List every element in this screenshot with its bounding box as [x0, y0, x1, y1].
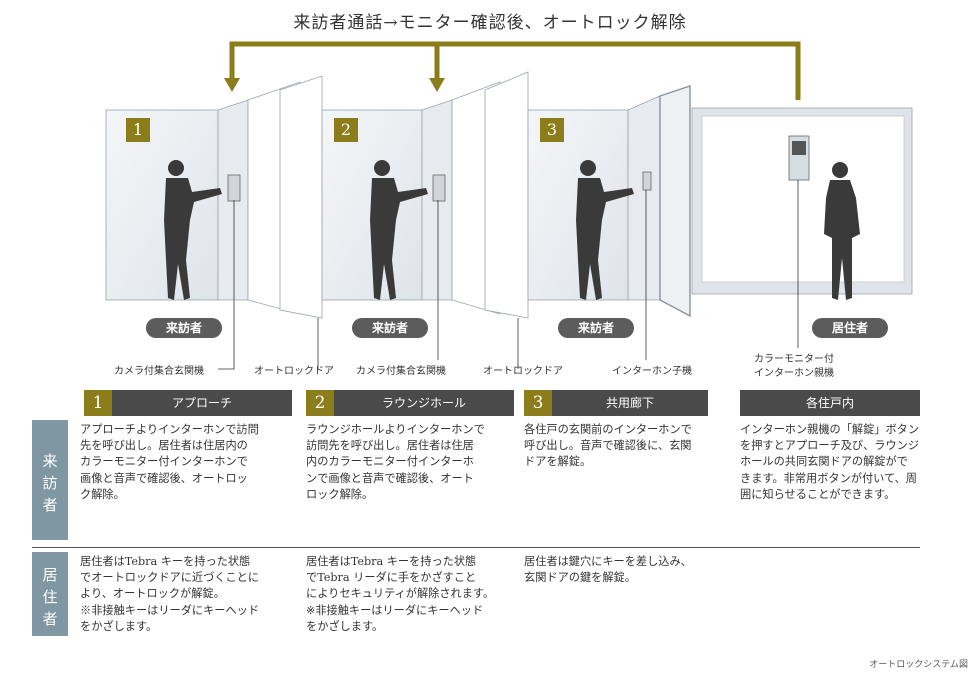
- label-autolock-door-1: オートロックドア: [254, 366, 334, 377]
- room-residence: [691, 107, 913, 295]
- call-connection-line: [229, 41, 801, 100]
- scene-illustration: [105, 41, 913, 370]
- column-label: アプローチ: [171, 396, 232, 410]
- visitor-pill-3: 来訪者: [558, 318, 634, 338]
- step-badges: [126, 118, 564, 142]
- resident-desc-corridor: 居住者は鍵穴にキーを差し込み、 玄関ドアの鍵を解錠。: [524, 555, 692, 585]
- row-label-visitor: 来 訪 者: [32, 420, 68, 540]
- column-label: 共用廊下: [605, 396, 654, 410]
- column-label: ラウンジホール: [381, 396, 466, 410]
- arrow-head-1: [224, 78, 240, 92]
- column-number: 1: [84, 390, 112, 416]
- interphone-child-icon: [642, 171, 652, 191]
- label-autolock-door-2: オートロックドア: [483, 366, 563, 377]
- visitor-pill-2: 来訪者: [352, 318, 428, 338]
- resident-desc-approach: 居住者はTebra キーを持った状態 でオートロックドアに近づくことに より、オ…: [80, 555, 260, 633]
- visitor-pill-1: 来訪者: [146, 318, 222, 338]
- visitor-desc-approach: アプローチよりインターホンで訪問 先を呼び出し。居住者は住居内の カラーモニター…: [80, 423, 259, 501]
- step-badge-3: 3: [546, 120, 558, 139]
- label-camera-entrance-1: カメラ付集合玄関機: [114, 366, 204, 377]
- visitor-desc-lounge: ラウンジホールよりインターホンで 訪問先を呼び出し。居住者は住居 内のカラーモニ…: [306, 423, 485, 501]
- label-monitor-line2: インターホン親機: [754, 368, 834, 379]
- camera-entrance-panel-icon: [227, 174, 241, 202]
- resident-pill: 居住者: [812, 318, 888, 338]
- visitor-silhouette-1-icon: [164, 160, 222, 300]
- column-label: 各住戸内: [805, 396, 854, 410]
- column-header-residence: 各住戸内: [740, 390, 920, 416]
- column-header-approach: 1 アプローチ: [84, 390, 292, 416]
- column-number: 3: [524, 390, 552, 416]
- room-lounge: [321, 71, 529, 319]
- arrow-head-2: [429, 78, 445, 92]
- label-camera-entrance-2: カメラ付集合玄関機: [356, 366, 446, 377]
- visitor-desc-residence: インターホン親機の「解錠」ボタン を押すとアプローチ及び、ラウンジ ホールの共同…: [740, 423, 920, 501]
- column-header-lounge: 2 ラウンジホール: [306, 390, 514, 416]
- visitor-silhouette-3-icon: [576, 160, 634, 300]
- resident-desc-lounge: 居住者はTebra キーを持った状態 でTebra リーダに手をかざすこと によ…: [306, 555, 495, 633]
- callout-lines: [218, 180, 799, 370]
- row-divider: [32, 547, 920, 548]
- label-interphone-child: インターホン子機: [612, 366, 692, 377]
- resident-silhouette-icon: [824, 162, 860, 300]
- camera-entrance-panel-icon: [432, 174, 446, 202]
- room-approach: [105, 75, 323, 319]
- label-monitor-line1: カラーモニター付: [754, 354, 834, 365]
- column-header-corridor: 3 共用廊下: [524, 390, 708, 416]
- step-badge-1: 1: [132, 120, 144, 139]
- figure-caption: オートロックシステム図: [869, 660, 968, 670]
- visitor-desc-corridor: 各住戸の玄関前のインターホンで 呼び出し。音声で確認後に、玄関 ドアを解錠。: [524, 423, 692, 469]
- step-badge-2: 2: [340, 120, 352, 139]
- visitor-silhouette-2-icon: [370, 160, 428, 300]
- column-number: 2: [306, 390, 334, 416]
- row-label-resident: 居 住 者: [32, 552, 68, 636]
- diagram-title: 来訪者通話→モニター確認後、オートロック解除: [293, 13, 687, 33]
